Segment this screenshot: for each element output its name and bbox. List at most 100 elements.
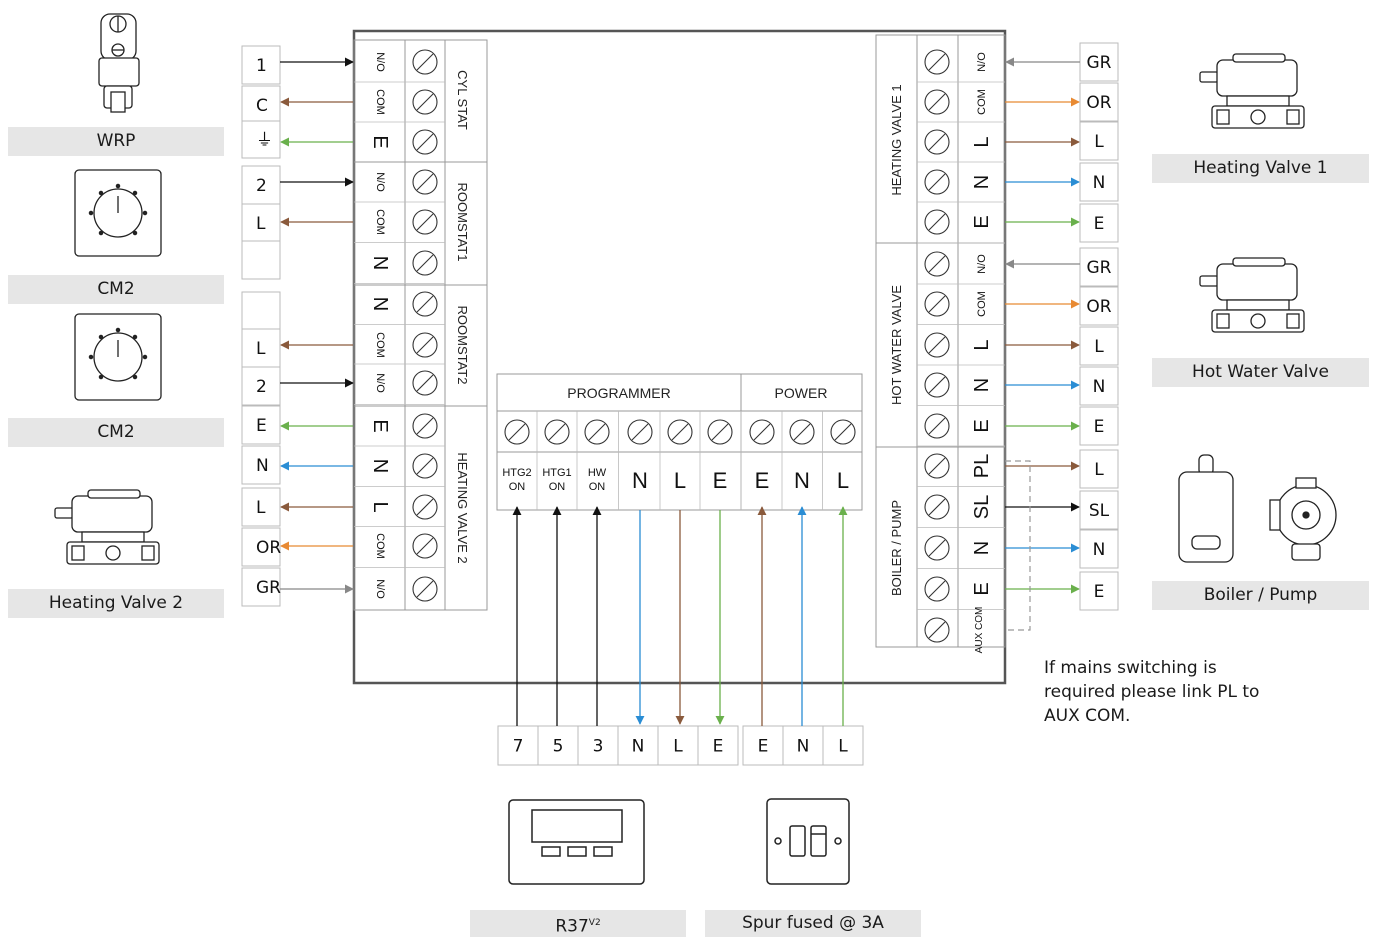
screw-terminal-icon — [924, 453, 950, 479]
wire-tag: L — [1079, 449, 1119, 489]
wire-tag: 5 — [537, 725, 579, 766]
wire-tag-label: N — [256, 456, 269, 476]
terminal-label-line: ON — [509, 481, 526, 493]
screw-terminal-icon — [412, 209, 438, 235]
wire-tag-label: OR — [1086, 93, 1111, 113]
wire-tag: GR — [1079, 247, 1119, 287]
wire-tag: E — [697, 725, 739, 766]
screw-terminal-icon — [789, 419, 815, 445]
screw-terminal-icon — [707, 419, 733, 445]
screw-terminal-icon — [584, 419, 610, 445]
terminal-label: L — [369, 501, 391, 512]
note-line: required please link PL to — [1044, 682, 1260, 702]
terminal-label: E — [971, 215, 993, 228]
screw-terminal-icon — [924, 576, 950, 602]
wire-tag: ⏚ — [241, 120, 281, 159]
wire-tag-label: 5 — [553, 737, 564, 757]
terminal-label: N — [971, 378, 993, 392]
terminal-label: E — [713, 468, 728, 493]
device-label-heating-valve-2: Heating Valve 2 — [8, 589, 224, 618]
terminal-label: N — [794, 468, 810, 493]
wire-tag — [241, 240, 281, 280]
wire-tag: E — [241, 405, 281, 445]
wire-tag-label: ⏚ — [256, 131, 273, 151]
terminal-label-line: HTG2 — [502, 467, 531, 479]
wire-tag-label: 2 — [256, 176, 267, 196]
wire-tag: L — [1079, 121, 1119, 161]
terminal-label: E — [971, 419, 993, 432]
terminal-label: COM — [374, 332, 386, 358]
terminal-label: L — [674, 468, 686, 493]
r37-version: V2 — [588, 918, 601, 928]
screw-terminal-icon — [544, 419, 570, 445]
wire-tag-label: N — [797, 737, 810, 757]
terminal-label: N/O — [374, 172, 386, 192]
wire-tag-label: N — [1093, 540, 1106, 560]
cm2-roomstat-icon — [74, 313, 162, 401]
section-label-heating-valve-2: HEATING VALVE 2 — [455, 452, 470, 563]
aux-com-label: AUX COM — [974, 607, 985, 654]
terminal-label: COM — [374, 209, 386, 235]
terminal-label: COM — [374, 89, 386, 115]
screw-terminal-icon — [412, 49, 438, 75]
wire-tag-label: N — [632, 737, 645, 757]
terminal-label: L — [971, 136, 993, 147]
device-label-boiler-pump: Boiler / Pump — [1152, 581, 1369, 610]
section-label-roomstat2: ROOMSTAT2 — [455, 306, 470, 385]
screw-terminal-icon — [924, 251, 950, 277]
pump-icon — [1269, 477, 1337, 561]
wire-tag: L — [657, 725, 699, 766]
r37-name: R37 — [555, 916, 589, 937]
wire-tag-label: OR — [1086, 297, 1111, 317]
wire-tag-label: E — [1094, 582, 1105, 602]
wire-tag: OR — [1079, 82, 1119, 122]
wire-tag-label: E — [1094, 214, 1105, 234]
screw-terminal-icon — [412, 129, 438, 155]
terminal-label: N/O — [374, 579, 386, 599]
screw-terminal-icon — [924, 413, 950, 439]
wire-tag: E — [1079, 406, 1119, 446]
wire-tag-label: L — [256, 339, 266, 359]
terminal-label: E — [971, 582, 993, 595]
wire-tag-label: L — [1094, 337, 1104, 357]
wire-tag-label: L — [1094, 460, 1104, 480]
screw-terminal-icon — [412, 250, 438, 276]
section-label-power: POWER — [775, 385, 828, 401]
terminal-label: COM — [976, 89, 988, 115]
wire-tag: N — [1079, 162, 1119, 202]
device-label-spur: Spur fused @ 3A — [705, 910, 921, 937]
wire-tag: 1 — [241, 45, 281, 85]
cm2-roomstat-icon — [74, 169, 162, 257]
terminal-label: N — [971, 175, 993, 189]
motorised-valve-icon — [54, 489, 160, 565]
wire-tag: L — [241, 328, 281, 368]
terminal-label: E — [369, 135, 391, 148]
screw-terminal-icon — [412, 332, 438, 358]
terminal-label-line: HW — [588, 467, 607, 479]
screw-terminal-icon — [924, 372, 950, 398]
screw-terminal-icon — [412, 89, 438, 115]
boiler-icon — [1178, 454, 1234, 563]
screw-terminal-icon — [504, 419, 530, 445]
device-label-hot-water-valve: Hot Water Valve — [1152, 358, 1369, 387]
terminal-label: E — [369, 419, 391, 432]
wire-tag-label: E — [256, 416, 267, 436]
device-label-wrp: WRP — [8, 127, 224, 156]
screw-terminal-icon — [627, 419, 653, 445]
wrp-thermostat-icon — [98, 13, 140, 113]
right-terminal-block — [875, 34, 1006, 648]
terminal-label: N — [369, 459, 391, 473]
wire-tag-label: L — [256, 498, 266, 518]
wire-tag: E — [742, 725, 784, 766]
wire-tag-label: L — [838, 737, 848, 757]
wire-tag-label: 2 — [256, 377, 267, 397]
r37-programmer-icon — [508, 799, 645, 885]
screw-terminal-icon — [924, 209, 950, 235]
wire-tag-label: L — [256, 214, 266, 234]
screw-terminal-icon — [412, 413, 438, 439]
wire-tag: L — [241, 487, 281, 527]
wire-tag-label: E — [713, 737, 724, 757]
screw-terminal-icon — [924, 169, 950, 195]
